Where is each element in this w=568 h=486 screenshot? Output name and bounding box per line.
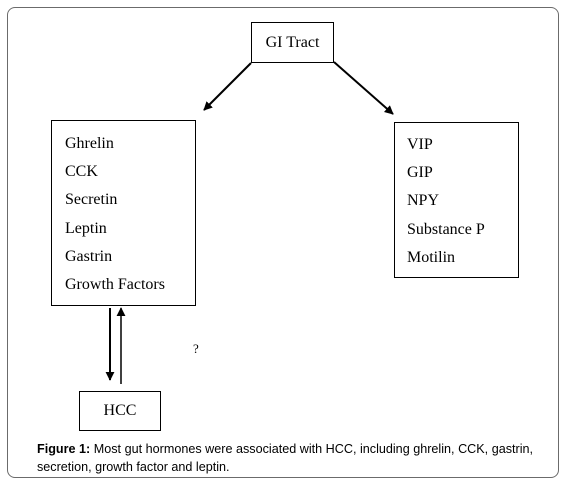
list-item: Secretin bbox=[65, 191, 118, 209]
list-item: Motilin bbox=[407, 248, 456, 266]
left-hormone-box: Ghrelin CCK Secretin Leptin Gastrin Grow… bbox=[51, 120, 196, 306]
list-item: Ghrelin bbox=[65, 135, 114, 152]
list-item: Substance P bbox=[407, 220, 485, 238]
gi-tract-label: GI Tract bbox=[265, 33, 320, 51]
list-item: VIP bbox=[407, 136, 433, 153]
hcc-box: HCC bbox=[79, 391, 161, 431]
list-item: Gastrin bbox=[65, 247, 113, 265]
list-item: Leptin bbox=[65, 219, 107, 237]
gi-tract-box: GI Tract bbox=[251, 22, 334, 63]
right-hormone-box: VIP GIP NPY Substance P Motilin bbox=[394, 122, 519, 278]
caption-label: Figure 1: bbox=[37, 442, 91, 456]
list-item: NPY bbox=[407, 192, 440, 210]
left-hormone-list: Ghrelin CCK Secretin Leptin Gastrin Grow… bbox=[52, 130, 195, 299]
hcc-label: HCC bbox=[103, 402, 137, 419]
caption-text: Most gut hormones were associated with H… bbox=[37, 442, 533, 474]
right-hormone-list: VIP GIP NPY Substance P Motilin bbox=[395, 131, 518, 272]
question-mark: ? bbox=[193, 341, 199, 356]
list-item: GIP bbox=[407, 164, 433, 182]
figure-caption: Figure 1: Most gut hormones were associa… bbox=[37, 440, 533, 476]
list-item: CCK bbox=[65, 163, 98, 181]
list-item: Growth Factors bbox=[65, 276, 165, 294]
